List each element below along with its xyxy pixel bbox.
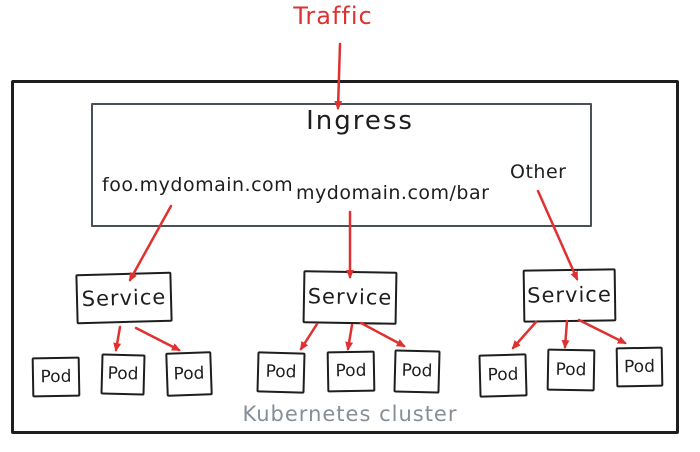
- pod-label-3-2: Pod: [555, 359, 587, 380]
- pod-label-3-3: Pod: [623, 356, 656, 377]
- traffic-label: Traffic: [293, 2, 373, 30]
- ingress-title: Ingress: [306, 106, 414, 136]
- pod-box-2-2: Pod: [326, 350, 376, 393]
- service-box-2: Service: [302, 270, 398, 325]
- pod-box-2-1: Pod: [256, 351, 306, 394]
- pod-label-2-3: Pod: [401, 360, 433, 382]
- pod-label-2-2: Pod: [335, 360, 367, 382]
- pod-label-1-3: Pod: [173, 362, 205, 385]
- pod-label-1-2: Pod: [107, 363, 139, 385]
- service-label-1: Service: [81, 284, 167, 311]
- cluster-caption: Kubernetes cluster: [242, 402, 458, 426]
- pod-box-1-2: Pod: [100, 353, 146, 396]
- service-box-3: Service: [522, 268, 617, 323]
- pod-box-2-3: Pod: [393, 349, 441, 394]
- rule-host-foo: foo.mydomain.com: [102, 174, 294, 196]
- pod-label-3-1: Pod: [487, 364, 519, 386]
- pod-box-3-3: Pod: [615, 346, 664, 388]
- rule-path-bar: mydomain.com/bar: [296, 182, 490, 204]
- service-label-3: Service: [527, 282, 612, 308]
- rule-other: Other: [510, 161, 567, 183]
- pod-box-1-3: Pod: [165, 351, 213, 397]
- pod-box-3-2: Pod: [546, 348, 596, 392]
- pod-label-2-1: Pod: [265, 361, 297, 383]
- pod-box-3-1: Pod: [478, 353, 528, 398]
- pod-box-1-1: Pod: [31, 356, 81, 398]
- service-label-2: Service: [307, 284, 393, 310]
- cluster-boundary: [11, 80, 679, 434]
- pod-label-1-1: Pod: [40, 366, 72, 387]
- service-box-1: Service: [75, 271, 173, 325]
